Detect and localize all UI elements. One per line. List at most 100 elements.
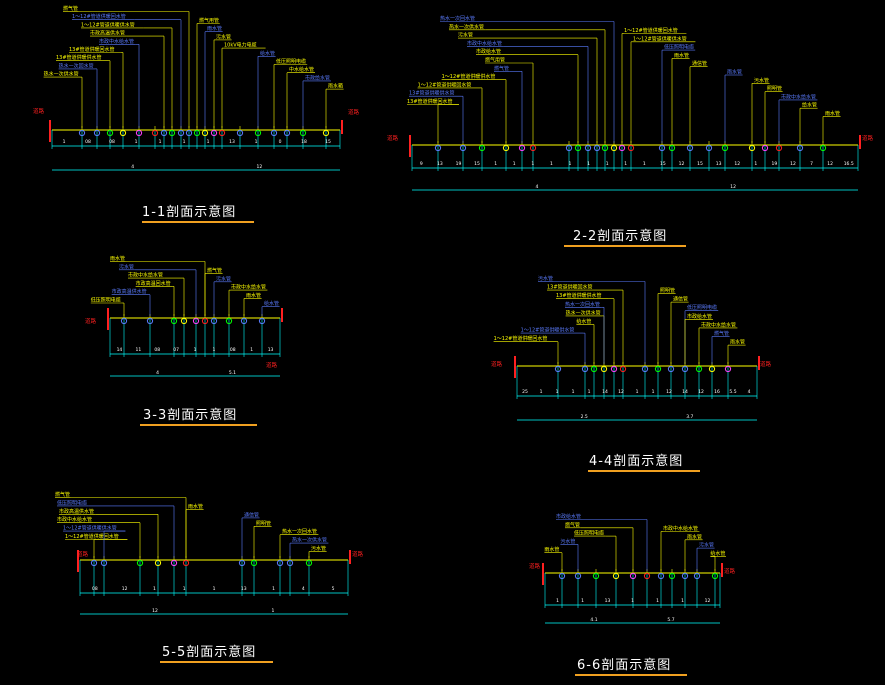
- s3-label-6: 燃气管: [207, 267, 222, 274]
- s5-label-1: 1～12#管道供暖供水管: [63, 525, 117, 532]
- section-title-6: 6-6剖面示意图: [577, 658, 672, 673]
- s2-label-12: 1～12#管道供暖供水管: [633, 35, 687, 42]
- s6-dim-text: 12: [705, 598, 711, 604]
- s2-pipe-12: [618, 144, 626, 152]
- s5-pipe-9: [286, 559, 294, 567]
- s5-pipe-10: [305, 559, 313, 567]
- s4-pipe-5: [619, 365, 627, 373]
- s1-dim-text: 1: [183, 139, 186, 145]
- s1-label-15: 中水给水管: [289, 66, 314, 73]
- s4-pipe-11: [708, 365, 716, 373]
- s6-pipe-2: [592, 572, 600, 580]
- s3-label-7: 污水管: [216, 275, 231, 282]
- s4-label-7: 污水管: [538, 275, 553, 282]
- s5-edge-label-left: 道路: [77, 550, 89, 558]
- s6-pipe-7: [668, 572, 676, 580]
- title-underline-2: [564, 245, 686, 247]
- s4-dim-text: 3.7: [686, 414, 693, 420]
- s6-dim-text: 1: [556, 598, 559, 604]
- s2-label-1: 13#管道供暖供水管: [409, 90, 455, 97]
- s3-label-10: 给水管: [264, 300, 279, 307]
- s3-dim-text: 5.1: [229, 370, 236, 376]
- s5-dim-text: 1: [272, 608, 275, 614]
- s3-dim-text: 1: [250, 347, 253, 353]
- s1-dim-text: 1: [207, 139, 210, 145]
- s3-label-2: 市政高温回水管: [136, 280, 171, 287]
- s4-label-6: 13#管道供暖回水管: [547, 284, 593, 291]
- s4-pipe-0: [554, 365, 562, 373]
- s1-label-7: 1～12#管道供暖回水管: [72, 13, 126, 20]
- s1-pipe-11: [201, 129, 209, 137]
- s2-dim-text: 12: [730, 184, 736, 190]
- s2-label-4: 燃气管: [494, 65, 509, 72]
- section-title-1: 1-1剖面示意图: [142, 205, 237, 220]
- s4-pipe-1: [581, 365, 589, 373]
- s6-dim-text: 1: [656, 598, 659, 604]
- s2-label-13: 低压照明电缆: [664, 44, 694, 51]
- s2-label-0: 13#管道供暖回水管: [407, 98, 453, 105]
- s2-dim-text: 19: [456, 161, 462, 167]
- s5-pipe-4: [170, 559, 178, 567]
- s5-dim-text: 4: [302, 586, 305, 592]
- s6-label-6: 雨水管: [687, 533, 702, 540]
- s1-label-12: 10kV电力电缆: [224, 42, 257, 49]
- s1-pipe-18: [299, 129, 307, 137]
- s2-label-18: 照明管: [767, 85, 782, 92]
- s3-dim-text: 1: [194, 347, 197, 353]
- section-title-3: 3-3剖面示意图: [143, 408, 238, 423]
- s6-pipe-6: [657, 572, 665, 580]
- s2-pipe-8: [584, 144, 592, 152]
- s1-dim-text: 08: [85, 139, 91, 145]
- s2-pipe-10: [601, 144, 609, 152]
- s2-pipe-19: [748, 144, 756, 152]
- s2-dim-text: 9: [420, 161, 423, 167]
- s4-label-9: 通信管: [673, 296, 688, 303]
- s6-label-1: 污水管: [560, 538, 575, 545]
- s3-label-1: 市政高温供水管: [112, 288, 147, 295]
- s3-pipe-3: [180, 317, 188, 325]
- s4-pipe-3: [600, 365, 608, 373]
- s6-pipe-5: [643, 572, 651, 580]
- s6-dim-text: 4.1: [590, 617, 597, 623]
- s6-pipe-3: [612, 572, 620, 580]
- s1-pipe-8: [177, 129, 185, 137]
- s6-dim-text: 5.7: [667, 617, 674, 623]
- s2-dim-text: 1: [643, 161, 646, 167]
- s3-pipe-1: [146, 317, 154, 325]
- s6-label-8: 给水管: [710, 550, 725, 557]
- s4-dim-text: 14: [682, 389, 688, 395]
- s6-label-7: 污水管: [699, 542, 714, 549]
- s4-dim-text: 2.5: [581, 414, 588, 420]
- s1-pipe-12: [210, 129, 218, 137]
- s3-edge-label-left: 道路: [85, 317, 97, 325]
- s2-dim-text: 4: [535, 184, 538, 190]
- s2-dim-text: 1: [550, 161, 553, 167]
- s2-dim-text: 1: [531, 161, 534, 167]
- s4-pipe-7: [654, 365, 662, 373]
- s1-label-11: 污水管: [216, 33, 231, 40]
- s1-pipe-4: [135, 129, 143, 137]
- s2-pipe-11: [610, 144, 618, 152]
- s3-label-5: 雨水管: [110, 255, 125, 262]
- s3-label-0: 低压照明电缆: [91, 297, 121, 304]
- s4-dim-text: 12: [666, 389, 672, 395]
- s5-label-2: 市政中水给水管: [57, 516, 92, 523]
- s5-label-0: 1～12#管道供暖回水管: [65, 533, 119, 540]
- s5-edge-label-right: 道路: [352, 550, 364, 558]
- s2-pipe-17: [705, 144, 713, 152]
- s6-pipe-4: [629, 572, 637, 580]
- s2-dim-text: 12: [734, 161, 740, 167]
- s5-pipe-6: [238, 559, 246, 567]
- s2-label-15: 通信管: [692, 60, 707, 67]
- s6-dim-text: 13: [605, 598, 611, 604]
- s2-dim-text: 1: [624, 161, 627, 167]
- s6-pipe-9: [693, 572, 701, 580]
- s1-pipe-10: [193, 129, 201, 137]
- s3-pipe-7: [225, 317, 233, 325]
- s4-dim-text: 1: [572, 389, 575, 395]
- s5-label-9: 热水一次回水管: [282, 528, 317, 535]
- s6-label-5: 市政中水给水管: [663, 525, 698, 532]
- s5-label-4: 低压照明电缆: [57, 499, 87, 506]
- s2-edge-label-left: 道路: [387, 134, 399, 142]
- s1-label-10: 雨水管: [207, 25, 222, 32]
